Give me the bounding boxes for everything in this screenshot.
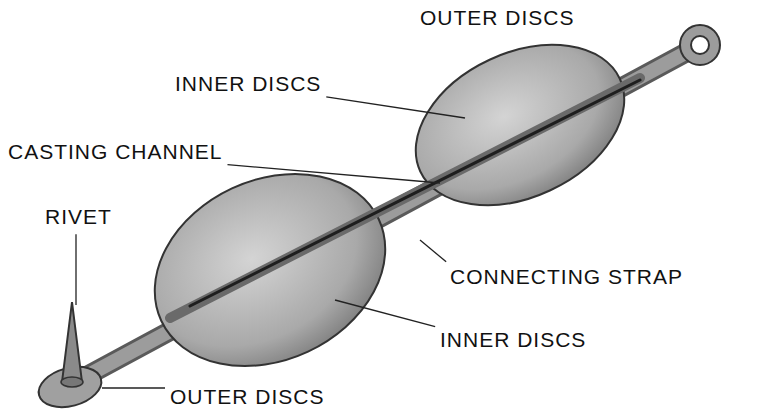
leader-line	[335, 300, 435, 327]
inner-disc-upper	[390, 13, 650, 236]
part-label: CASTING CHANNEL	[8, 140, 223, 164]
connecting-strap	[70, 45, 700, 385]
leader-line	[75, 234, 76, 305]
rivet-base	[61, 377, 83, 387]
part-label: INNER DISCS	[175, 72, 321, 96]
leader-line	[326, 97, 465, 118]
rivet	[62, 302, 82, 382]
part-label: OUTER DISCS	[420, 6, 575, 30]
leader-line	[102, 387, 165, 388]
part-label: CONNECTING STRAP	[450, 265, 683, 289]
leader-line	[228, 165, 440, 183]
leader-line	[420, 240, 446, 262]
part-label: RIVET	[45, 205, 112, 229]
connecting-strap-face	[70, 45, 700, 385]
eyelet-hole	[691, 36, 709, 54]
part-label: OUTER DISCS	[170, 385, 325, 409]
outer-disc-eyelet	[680, 25, 720, 65]
part-label: INNER DISCS	[440, 328, 586, 352]
